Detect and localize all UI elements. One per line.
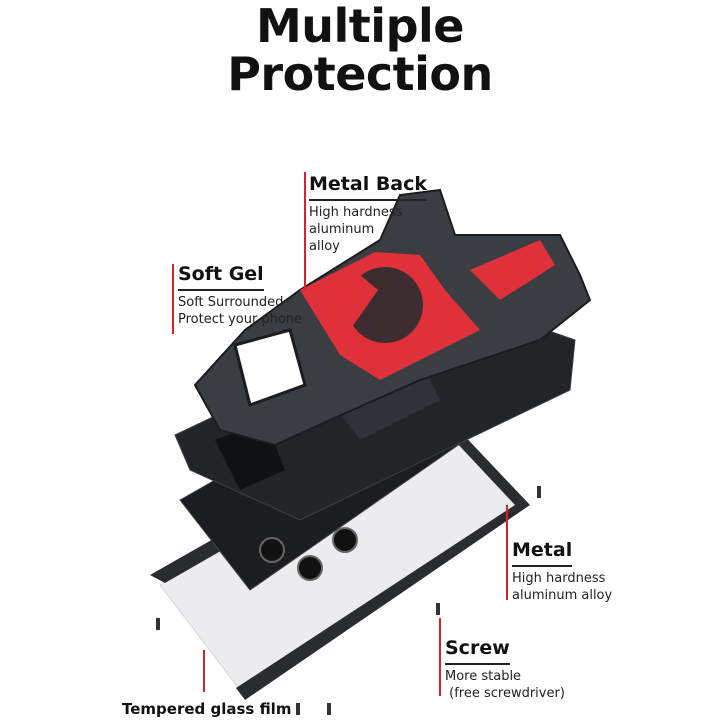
label-desc: alloy bbox=[309, 239, 340, 254]
label-desc: (free screwdriver) bbox=[445, 686, 565, 701]
label-heading: Screw bbox=[445, 636, 510, 665]
label-tempered-glass: Tempered glass film bbox=[122, 700, 292, 718]
title-line-2: Protection bbox=[227, 47, 493, 101]
label-heading: Metal bbox=[512, 538, 573, 567]
label-desc: aluminum bbox=[309, 222, 375, 237]
screw-icon bbox=[436, 603, 440, 615]
glass-pointer bbox=[203, 650, 205, 692]
camera-lens bbox=[259, 537, 285, 563]
label-desc: More stable bbox=[445, 669, 522, 684]
screw-icon bbox=[156, 618, 160, 630]
label-desc: aluminum alloy bbox=[512, 588, 613, 603]
label-desc: Soft Surrounded bbox=[178, 295, 284, 310]
camera-lens bbox=[297, 555, 323, 581]
screw-icon bbox=[537, 486, 541, 498]
label-desc: High hardness bbox=[512, 571, 606, 586]
soft-gel-pointer bbox=[172, 264, 174, 334]
label-desc: Protect your phone bbox=[178, 312, 303, 327]
metal-pointer bbox=[506, 505, 508, 600]
label-heading: Soft Gel bbox=[178, 262, 264, 291]
screw-icon bbox=[296, 703, 300, 715]
label-heading: Metal Back bbox=[309, 172, 428, 201]
label-metal: Metal High hardness aluminum alloy bbox=[512, 538, 612, 604]
label-screw: Screw More stable (free screwdriver) bbox=[445, 636, 565, 702]
label-desc: High hardness bbox=[309, 205, 403, 220]
title-line-1: Multiple bbox=[256, 0, 464, 53]
camera-lens bbox=[332, 527, 358, 553]
label-metal-back: Metal Back High hardness aluminum alloy bbox=[309, 172, 428, 255]
metal-back-pointer bbox=[304, 172, 306, 290]
screw-pointer bbox=[439, 618, 441, 696]
screw-icon bbox=[327, 703, 331, 715]
